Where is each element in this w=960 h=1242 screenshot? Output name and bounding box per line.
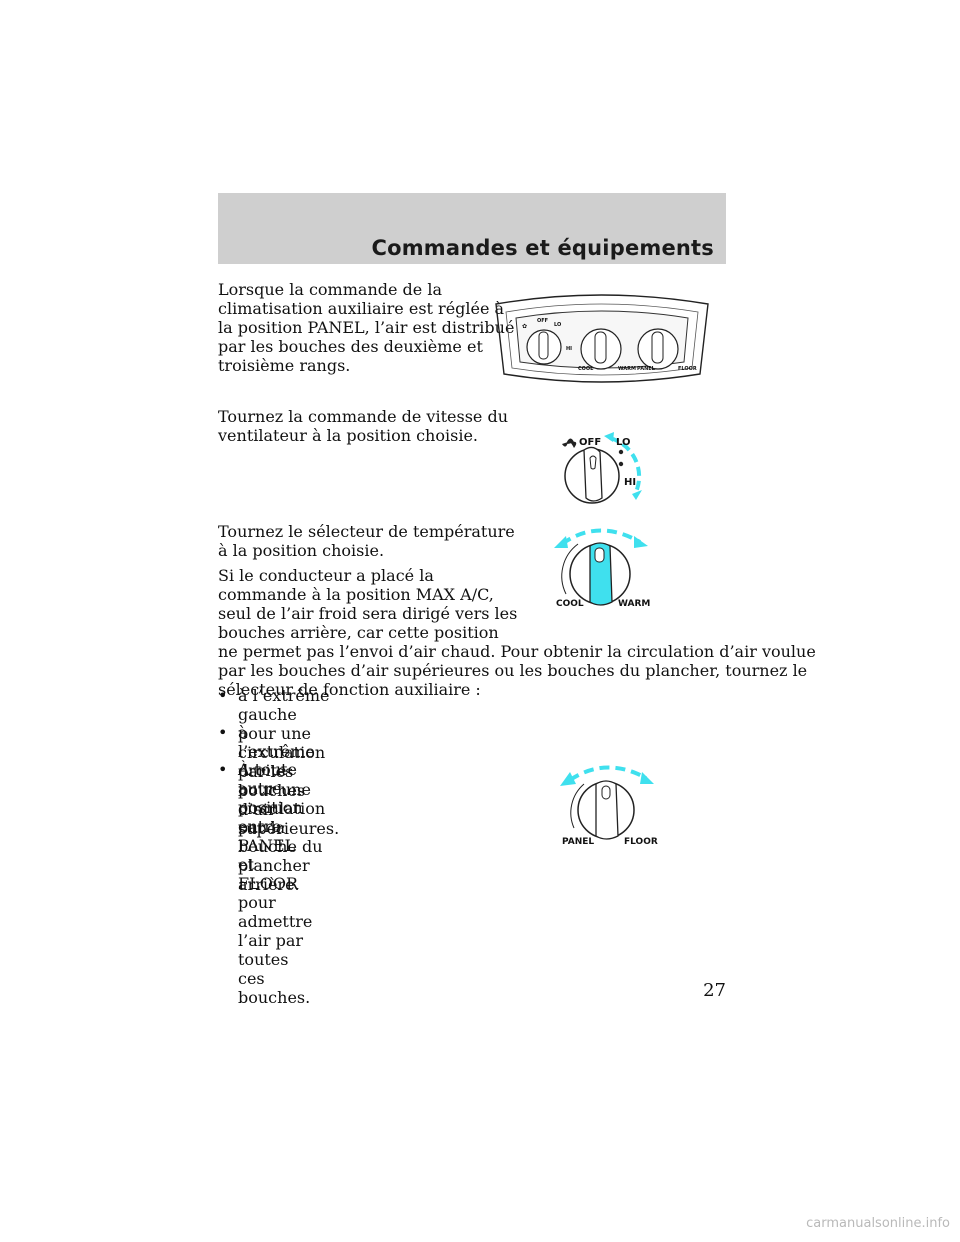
- paragraph-intro: Lorsque la commande de la climatisation …: [218, 280, 514, 375]
- panel-off-label: OFF: [537, 318, 548, 324]
- cool-label: COOL: [556, 599, 584, 609]
- panel-cool-label: COOL: [578, 366, 594, 372]
- text-line: Lorsque la commande de la: [218, 280, 442, 299]
- mode-selector-figure: PANEL FLOOR: [560, 765, 658, 847]
- text-line: par les bouches d’air supérieures ou les…: [218, 661, 808, 680]
- text-line: À toute autre position entre: [238, 760, 303, 836]
- text-line: supérieures.: [238, 819, 340, 838]
- text-line: Tournez le sélecteur de température: [218, 522, 515, 541]
- section-title: Commandes et équipements: [371, 236, 714, 260]
- speed-dot: [618, 461, 624, 467]
- fan-lo-label: LO: [616, 437, 631, 448]
- text-line: Tournez la commande de vitesse du: [218, 407, 508, 426]
- mode-knob: [577, 780, 635, 840]
- text-line: à l’extrême droite pour une circulation …: [238, 723, 326, 875]
- fan-hi-label: HI: [624, 477, 636, 488]
- speed-dot: [618, 449, 624, 455]
- panel-warm-label: WARM: [618, 366, 636, 372]
- text-line: seul de l’air froid sera dirigé vers les: [218, 604, 518, 623]
- paragraph-fan-speed: Tournez la commande de vitesse du ventil…: [218, 407, 508, 445]
- text-line: la position PANEL, l’air est distribué: [218, 318, 515, 337]
- warm-label: WARM: [618, 599, 650, 609]
- text-line: l’air par toutes ces bouches.: [238, 931, 311, 1007]
- arrow-head-left: [554, 536, 568, 548]
- text-line: à l’extrême gauche pour une circulation …: [238, 686, 330, 819]
- footer-watermark: carmanualsonline.info: [806, 1216, 950, 1231]
- panel-floor-label: FLOOR: [678, 366, 697, 372]
- temperature-figure: COOL WARM: [554, 528, 650, 609]
- text-line: commande à la position MAX A/C,: [218, 585, 494, 604]
- panel-panel-label: PANEL: [637, 366, 656, 372]
- panel-hi-label: HI: [566, 346, 572, 352]
- arrow-head-left: [560, 772, 576, 786]
- bullet-marker: •: [218, 686, 228, 705]
- text-line: troisième rangs.: [218, 356, 351, 375]
- climate-panel-figure: ✿ OFF LO HI COOL WARM PANEL FLOOR: [495, 294, 709, 383]
- panel-lo-label: LO: [554, 322, 561, 328]
- panel-mode-knob: [637, 328, 679, 370]
- page-number: 27: [703, 980, 726, 1001]
- bullet-marker: •: [218, 760, 228, 779]
- text-line: sélecteur de fonction auxiliaire :: [218, 680, 481, 699]
- panel-label: PANEL: [562, 837, 594, 847]
- arrow-head-right: [634, 536, 648, 548]
- text-line: bouches arrière, car cette position: [218, 623, 499, 642]
- section-header: Commandes et équipements: [218, 193, 726, 264]
- arrow-head-right: [640, 772, 654, 784]
- text-line: climatisation auxiliaire est réglée à: [218, 299, 505, 318]
- text-line: Si le conducteur a placé la: [218, 566, 434, 585]
- fan-speed-figure: OFF LO HI: [562, 432, 642, 504]
- fan-knob: [564, 446, 620, 504]
- text-line: à la position choisie.: [218, 541, 385, 560]
- fan-icon: [562, 438, 577, 448]
- bullet-marker: •: [218, 723, 228, 742]
- panel-fan-knob: [526, 329, 562, 365]
- temperature-knob: [569, 542, 631, 606]
- paragraph-max-ac: Si le conducteur a placé la commande à l…: [218, 566, 816, 699]
- arrow-head-bottom: [632, 490, 642, 500]
- panel-fan-glyph: ✿: [522, 323, 527, 330]
- text-line: par les bouches des deuxième et: [218, 337, 483, 356]
- fan-off-label: OFF: [579, 437, 601, 448]
- paragraph-temperature: Tournez le sélecteur de température à la…: [218, 522, 515, 560]
- text-line: ventilateur à la position choisie.: [218, 426, 478, 445]
- arrow-head-top: [604, 432, 614, 442]
- floor-label: FLOOR: [624, 837, 658, 847]
- panel-temp-knob: [580, 328, 622, 370]
- text-line: PANEL et FLOOR pour admettre: [238, 836, 313, 931]
- text-line: ne permet pas l’envoi d’air chaud. Pour …: [218, 642, 816, 661]
- text-line: arrière.: [238, 875, 300, 894]
